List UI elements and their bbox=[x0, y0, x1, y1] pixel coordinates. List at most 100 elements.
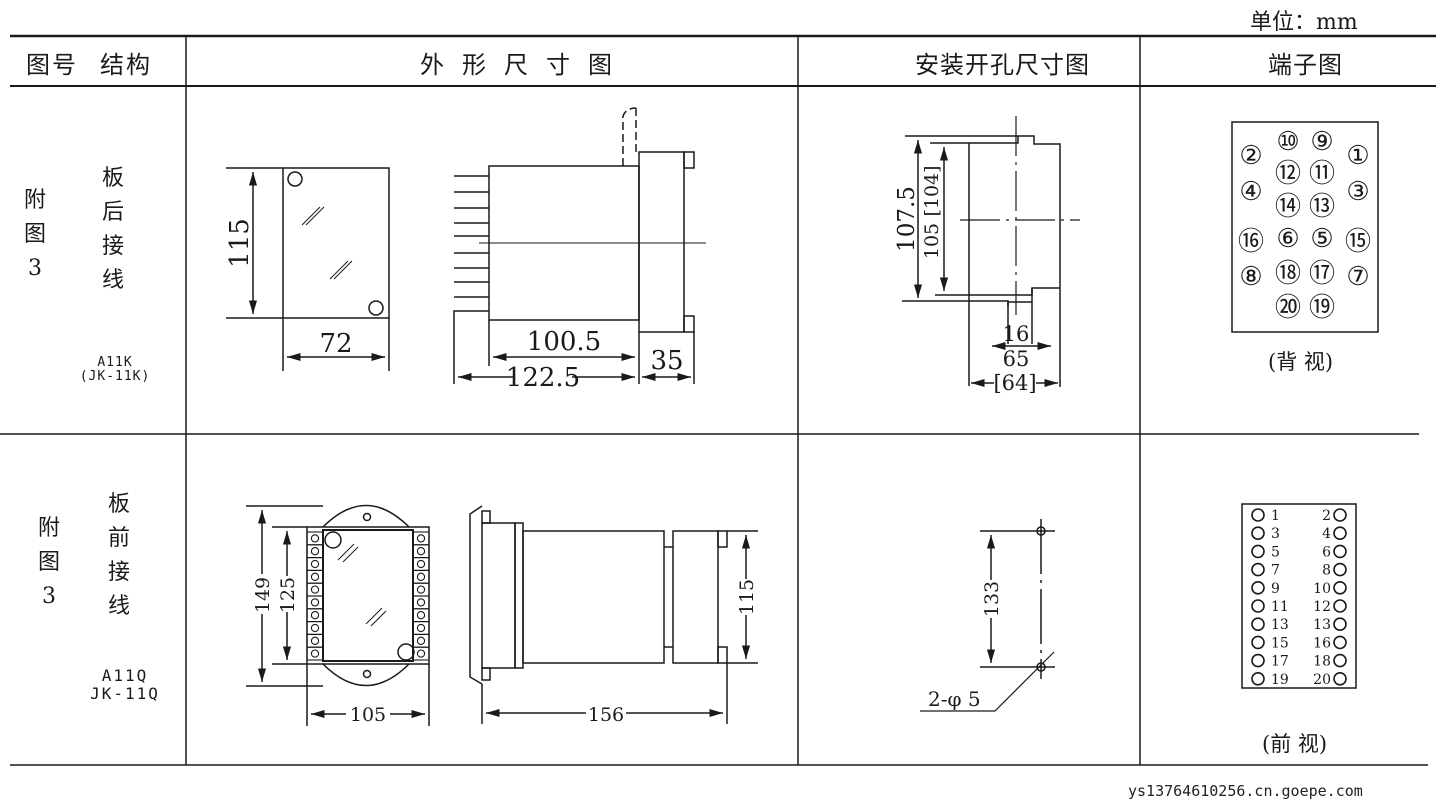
terminal-number: 10 bbox=[1313, 581, 1331, 597]
terminal-cell bbox=[306, 531, 324, 546]
terminal-screw bbox=[310, 559, 320, 569]
terminal-block-outline bbox=[1241, 503, 1357, 689]
terminal-cell bbox=[306, 621, 324, 635]
rear-socket bbox=[672, 530, 719, 664]
terminal-number: ③ bbox=[1346, 177, 1369, 207]
terminal-circle bbox=[1333, 617, 1347, 631]
header-outline-dimensions: 外形尺寸图 bbox=[420, 50, 630, 79]
structure-char: 线 bbox=[102, 268, 125, 293]
screw-hole bbox=[287, 171, 303, 187]
terminal-cell bbox=[412, 569, 430, 584]
terminal-cell bbox=[412, 621, 430, 635]
terminal-screw bbox=[310, 572, 320, 581]
terminal-number: 15 bbox=[1271, 635, 1289, 651]
terminal-circle bbox=[1333, 581, 1347, 595]
watermark: ys13764610256.cn.goepe.com bbox=[1128, 782, 1363, 800]
terminal-number: 7 bbox=[1271, 563, 1280, 579]
figure-char: 3 bbox=[42, 584, 56, 609]
structure-char: 板 bbox=[102, 166, 125, 191]
terminal-number: 13 bbox=[1313, 617, 1331, 633]
structure-char: 线 bbox=[108, 594, 131, 619]
dim-outer-height-label: 149 bbox=[252, 577, 274, 613]
terminal-circle bbox=[1251, 599, 1265, 613]
row1-outline-drawing: 115 72 100.5 122.5 35 bbox=[225, 107, 706, 393]
leader-line bbox=[920, 651, 1055, 712]
terminal-number: 2 bbox=[1322, 508, 1331, 524]
terminal-circle bbox=[1333, 562, 1347, 577]
terminal-cell bbox=[412, 531, 430, 546]
terminal-circle bbox=[1251, 653, 1265, 668]
terminal-cell bbox=[412, 582, 430, 597]
terminal-number: ⑫ bbox=[1275, 159, 1301, 189]
terminal-cell bbox=[412, 557, 430, 571]
row1-cutout-drawing: 107.5 105 [104] 16 65 [64] bbox=[894, 116, 1080, 395]
terminal-number: ⑩ bbox=[1276, 127, 1299, 157]
terminal-circle bbox=[1333, 544, 1347, 559]
structure-char: 后 bbox=[102, 200, 125, 225]
mounting-flange bbox=[322, 663, 410, 687]
front-panel-outline bbox=[306, 526, 430, 665]
mounting-hole bbox=[1036, 526, 1046, 536]
front-panel-outline bbox=[282, 167, 390, 319]
terminal-number: ⑨ bbox=[1310, 127, 1333, 157]
terminal-number: 12 bbox=[1313, 599, 1331, 615]
terminal-circle bbox=[1251, 544, 1265, 559]
row1-model: A11K (JK-11K) bbox=[70, 356, 160, 384]
terminal-cell bbox=[306, 633, 324, 648]
row1-figure-label: 附 图 3 bbox=[24, 184, 46, 286]
terminal-number: ⑳ bbox=[1275, 293, 1301, 323]
terminal-screw bbox=[416, 649, 426, 658]
terminal-screw bbox=[416, 559, 426, 569]
terminal-screw bbox=[416, 534, 426, 543]
row1-terminal-caption: (背 视) bbox=[1268, 350, 1334, 374]
row2-terminal-caption: (前 视) bbox=[1262, 732, 1328, 756]
terminal-number: 9 bbox=[1271, 581, 1280, 597]
dim-side-height-label: 115 bbox=[736, 579, 758, 615]
terminal-circle bbox=[1251, 562, 1265, 577]
header-figure-structure: 图号 结构 bbox=[26, 44, 174, 80]
model-alt-code: (JK-11K) bbox=[79, 369, 151, 384]
terminal-screw bbox=[416, 598, 426, 607]
dim-slot-label: 16 bbox=[1003, 322, 1030, 346]
terminal-number: ⑭ bbox=[1275, 192, 1301, 222]
terminal-number: ⑬ bbox=[1309, 192, 1335, 222]
terminal-screw bbox=[310, 585, 320, 594]
terminal-screw bbox=[416, 547, 426, 556]
terminal-cell bbox=[412, 544, 430, 559]
terminal-circle bbox=[1333, 599, 1347, 613]
terminal-cell bbox=[412, 646, 430, 661]
terminal-screw bbox=[416, 611, 426, 620]
terminal-number: ⑮ bbox=[1345, 227, 1371, 257]
terminal-number: ⑥ bbox=[1276, 224, 1299, 254]
terminal-screw bbox=[310, 547, 320, 556]
terminal-number: ⑲ bbox=[1309, 293, 1335, 323]
terminal-number: ⑯ bbox=[1238, 227, 1264, 257]
structure-char: 接 bbox=[102, 234, 125, 259]
figure-char: 3 bbox=[28, 256, 42, 281]
dim-spacing-label: 133 bbox=[981, 581, 1003, 617]
terminal-number: ⑧ bbox=[1239, 262, 1262, 292]
terminal-number: ① bbox=[1346, 141, 1369, 171]
model-alt-code: JK-11Q bbox=[90, 684, 160, 703]
terminal-number: 20 bbox=[1313, 672, 1331, 688]
terminal-number: ⑦ bbox=[1346, 262, 1369, 292]
terminal-number: 4 bbox=[1322, 526, 1331, 542]
dim-depth-label: 156 bbox=[588, 704, 624, 726]
figure-char: 图 bbox=[38, 550, 61, 575]
unit-label: 单位：mm bbox=[1250, 10, 1358, 35]
terminal-number: 8 bbox=[1322, 563, 1331, 579]
dim-outer-height-label: 107.5 bbox=[894, 186, 920, 252]
terminal-screw bbox=[416, 572, 426, 581]
terminal-screw bbox=[310, 611, 320, 620]
terminal-circle bbox=[1333, 672, 1347, 686]
structure-char: 前 bbox=[108, 526, 131, 551]
terminal-cell bbox=[306, 646, 324, 661]
terminal-circle bbox=[1251, 672, 1265, 686]
dim-inner-height-label: 125 bbox=[277, 577, 299, 613]
terminal-screw bbox=[310, 598, 320, 607]
dim-inner-height-alt-label: [104] bbox=[921, 165, 943, 216]
terminal-number: ⑱ bbox=[1275, 259, 1301, 289]
terminal-circle bbox=[1251, 635, 1265, 650]
header-figure-no: 图号 bbox=[26, 50, 78, 79]
